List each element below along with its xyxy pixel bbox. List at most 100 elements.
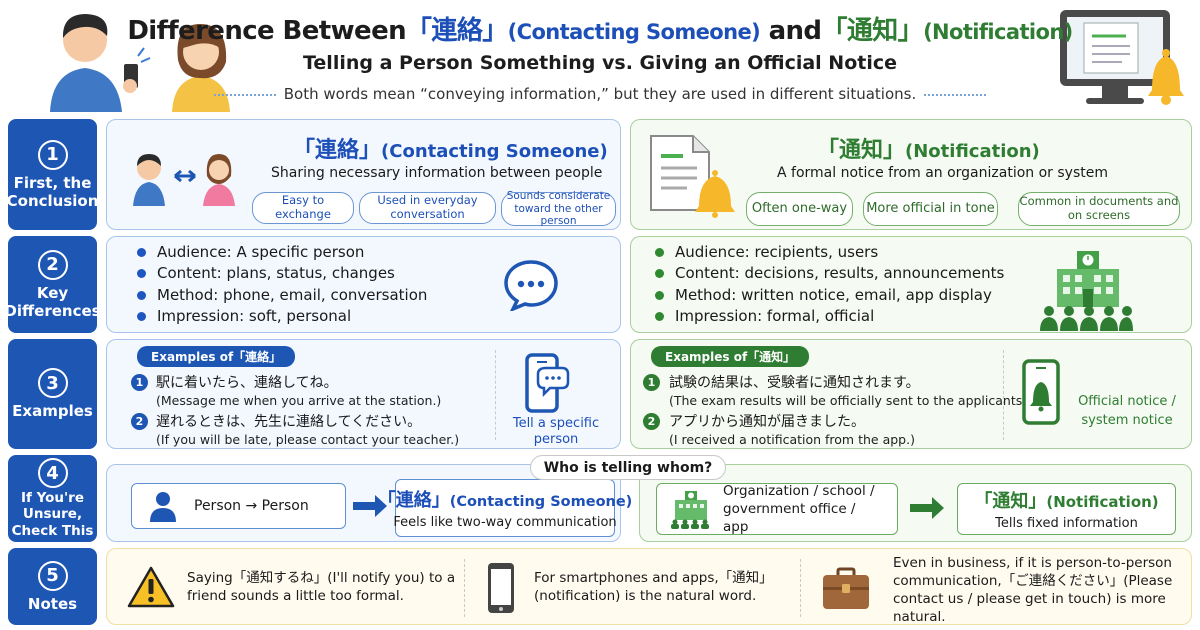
example-jp: 遅れるときは、先生に連絡してください。 xyxy=(156,414,422,430)
check-tsuchi-panel: Organization / school / government offic… xyxy=(639,464,1192,542)
title-tsuchi-en: (Notification) xyxy=(923,20,1073,44)
row-label-text: Key Differences xyxy=(4,283,101,320)
example-number: 1 xyxy=(131,374,148,391)
document-bell-icon xyxy=(650,135,735,218)
page-title: Difference Between「連絡」(Contacting Someon… xyxy=(0,10,1200,47)
example-jp: 試験の結果は、受験者に通知されます。 xyxy=(669,375,920,391)
smartphone-chat-icon xyxy=(525,353,570,413)
differences-tsuchi-panel: Audience: recipients, users Content: dec… xyxy=(630,236,1192,333)
person-to-person-box: Person → Person xyxy=(131,483,346,529)
row-label-text: First, the Conclusion xyxy=(6,173,99,210)
two-people-exchange-icon xyxy=(133,154,235,206)
chip-considerate: Sounds considerate toward the other pers… xyxy=(501,190,616,227)
briefcase-icon xyxy=(823,567,869,609)
building-icon xyxy=(671,491,709,529)
check-question-pill: Who is telling whom? xyxy=(530,455,726,480)
arrow-right-icon xyxy=(353,495,387,517)
conclusion-tsuchi-title: 「通知」(Notification) xyxy=(817,132,1040,164)
description-text: Both words mean “conveying information,”… xyxy=(283,85,917,103)
people-talking-illustration xyxy=(40,2,230,112)
difference-content: Content: plans, status, changes xyxy=(137,263,427,284)
tsuchi-difference-list: Audience: recipients, users Content: dec… xyxy=(655,242,1004,327)
person-icon xyxy=(150,492,176,522)
row-number: 3 xyxy=(37,368,68,398)
example-en: (The exam results will be officially sen… xyxy=(669,393,1032,408)
chip-easy-exchange: Easy to exchange xyxy=(252,192,354,224)
example-en: (I received a notification from the app.… xyxy=(669,432,915,447)
example-jp: アプリから通知が届きました。 xyxy=(669,414,865,430)
page-description: Both words mean “conveying information,”… xyxy=(0,85,1200,103)
conclusion-tsuchi-panel: 「通知」(Notification) A formal notice from … xyxy=(630,119,1192,230)
page-subtitle: Telling a Person Something vs. Giving an… xyxy=(302,52,897,74)
example-en: (Message me when you arrive at the stati… xyxy=(156,393,442,408)
title-tsuchi-jp: 「通知」 xyxy=(821,16,924,46)
renraku-result-jp: 「連絡」 xyxy=(377,490,450,511)
example-jp: 駅に着いたら、連絡してね。 xyxy=(156,375,338,391)
chip-one-way: Often one-way xyxy=(746,192,853,226)
difference-audience: Audience: A specific person xyxy=(137,242,427,263)
difference-impression: Impression: soft, personal xyxy=(137,306,427,327)
note-friend: Saying「通知するね」(I'll notify you) to a frie… xyxy=(187,570,456,604)
row-label-examples: 3 Examples xyxy=(8,339,97,449)
conclusion-renraku-title: 「連絡」(Contacting Someone) xyxy=(293,132,608,164)
renraku-side-caption: Tell a specific person xyxy=(512,416,600,447)
row-number: 2 xyxy=(37,249,68,280)
chip-documents-screens: Common in documents and on screens xyxy=(1018,192,1180,226)
row-number: 5 xyxy=(37,560,68,591)
row-number: 4 xyxy=(37,458,68,489)
examples-renraku-panel: Examples of「連絡」 1 駅に着いたら、連絡してね。 (Message… xyxy=(106,339,621,449)
difference-content: Content: decisions, results, announcemen… xyxy=(655,263,1004,284)
smartphone-icon xyxy=(488,563,514,613)
renraku-en: (Contacting Someone) xyxy=(381,141,608,162)
note-business: Even in business, if it is person-to-per… xyxy=(893,555,1173,625)
examples-tsuchi-panel: Examples of「通知」 1 試験の結果は、受験者に通知されます。 (Th… xyxy=(630,339,1192,449)
title-prefix: Difference Between xyxy=(127,16,407,46)
renraku-difference-list: Audience: A specific person Content: pla… xyxy=(137,242,427,327)
check-renraku-panel: Person → Person 「連絡」(Contacting Someone)… xyxy=(106,464,632,542)
smartphone-bell-icon xyxy=(1022,359,1060,425)
row-label-text: Notes xyxy=(27,594,78,613)
row-label-conclusion: 1 First, the Conclusion xyxy=(6,119,99,230)
warning-icon xyxy=(127,566,175,608)
tsuchi-jp: 「通知」 xyxy=(817,138,906,163)
difference-impression: Impression: formal, official xyxy=(655,306,1004,327)
chip-everyday-conversation: Used in everyday conversation xyxy=(359,192,496,224)
example-number: 1 xyxy=(643,374,660,391)
example-number: 2 xyxy=(643,413,660,430)
difference-audience: Audience: recipients, users xyxy=(655,242,1004,263)
examples-tsuchi-label: Examples of「通知」 xyxy=(651,346,810,367)
notes-panel: Saying「通知するね」(I'll notify you) to a frie… xyxy=(106,548,1192,625)
tsuchi-result-en: (Notification) xyxy=(1046,493,1159,511)
row-label-text: Examples xyxy=(12,402,93,420)
school-building-icon xyxy=(1040,251,1133,331)
renraku-jp: 「連絡」 xyxy=(293,138,382,163)
renraku-result-en: (Contacting Someone) xyxy=(449,494,633,510)
arrow-right-icon xyxy=(910,497,944,519)
example-en: (If you will be late, please contact you… xyxy=(156,432,460,447)
tsuchi-result-sub: Tells fixed information xyxy=(995,516,1138,531)
conclusion-renraku-subtitle: Sharing necessary information between pe… xyxy=(271,165,603,181)
examples-renraku-label: Examples of「連絡」 xyxy=(137,346,296,367)
note-smartphone: For smartphones and apps,「通知」(notificati… xyxy=(534,570,773,604)
row-number: 1 xyxy=(37,139,68,170)
tsuchi-result-box: 「通知」(Notification) Tells fixed informati… xyxy=(957,483,1176,535)
row-label-notes: 5 Notes xyxy=(8,548,97,625)
speech-bubble-icon xyxy=(504,260,558,311)
row-label-check: 4 If You're Unsure, Check This xyxy=(8,455,97,542)
title-and: and xyxy=(768,16,822,46)
row-label-text: If You're Unsure, Check This xyxy=(11,490,94,539)
chip-more-official: More official in tone xyxy=(863,192,998,226)
monitor-bell-illustration xyxy=(1040,6,1190,111)
renraku-result-sub: Feels like two-way communication xyxy=(393,515,617,530)
row-label-differences: 2 Key Differences xyxy=(4,236,101,333)
person-to-person-text: Person → Person xyxy=(194,498,309,514)
difference-method: Method: written notice, email, app displ… xyxy=(655,285,1004,306)
conclusion-renraku-panel: 「連絡」(Contacting Someone) Sharing necessa… xyxy=(106,119,621,230)
title-renraku-jp: 「連絡」 xyxy=(406,16,508,46)
organization-box: Organization / school / government offic… xyxy=(656,483,898,535)
tsuchi-side-caption: Official notice / system notice xyxy=(1078,394,1176,428)
conclusion-tsuchi-subtitle: A formal notice from an organization or … xyxy=(777,165,1108,181)
difference-method: Method: phone, email, conversation xyxy=(137,285,427,306)
organization-text: Organization / school / government offic… xyxy=(723,483,875,535)
renraku-result-box: 「連絡」(Contacting Someone) Feels like two-… xyxy=(378,479,632,537)
